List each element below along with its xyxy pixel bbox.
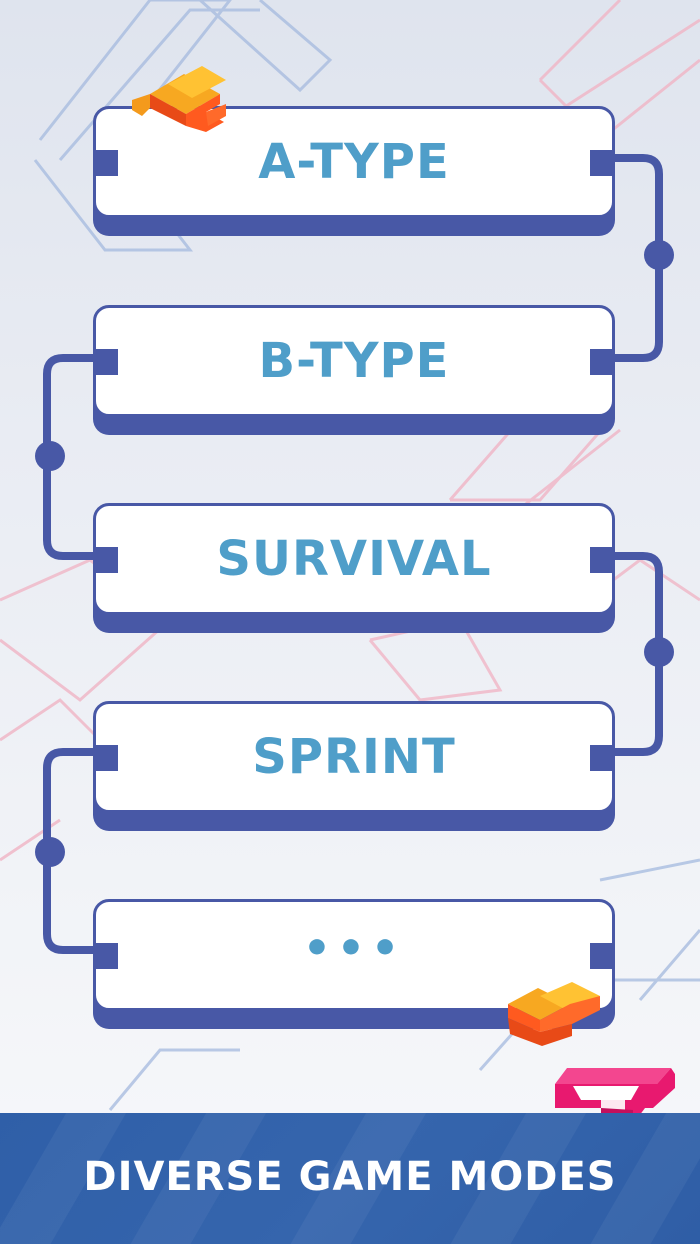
connector-tab [590,547,612,573]
mode-label-b-type: B-TYPE [258,333,450,389]
connector-tab [590,745,612,771]
mode-label-sprint: SPRINT [252,729,456,785]
connector-tab [96,745,118,771]
card-face: SPRINT [93,701,615,813]
connector-node [35,837,65,867]
mode-card-a-type[interactable]: A-TYPE [93,106,615,236]
mode-card-more[interactable]: ••• [93,899,615,1029]
bottom-banner: DIVERSE GAME MODES [0,1113,700,1244]
card-face: ••• [93,899,615,1011]
connector-node [35,441,65,471]
mode-card-sprint[interactable]: SPRINT [93,701,615,831]
mode-card-survival[interactable]: SURVIVAL [93,503,615,633]
card-face: A-TYPE [93,106,615,218]
connector-node [644,637,674,667]
connector-tab [96,150,118,176]
connector-tab [96,547,118,573]
connector-tab [96,943,118,969]
card-face: B-TYPE [93,305,615,417]
connector-tab [590,150,612,176]
mode-label-a-type: A-TYPE [258,134,450,190]
more-modes-ellipsis: ••• [302,923,406,974]
mode-card-b-type[interactable]: B-TYPE [93,305,615,435]
mode-label-survival: SURVIVAL [216,531,492,587]
connector-node [644,240,674,270]
tetromino-block-icon [132,66,226,132]
tetromino-block-icon [508,982,600,1046]
card-face: SURVIVAL [93,503,615,615]
connector-tab [96,349,118,375]
connector-tab [590,943,612,969]
connector-tab [590,349,612,375]
banner-title: DIVERSE GAME MODES [83,1154,617,1200]
